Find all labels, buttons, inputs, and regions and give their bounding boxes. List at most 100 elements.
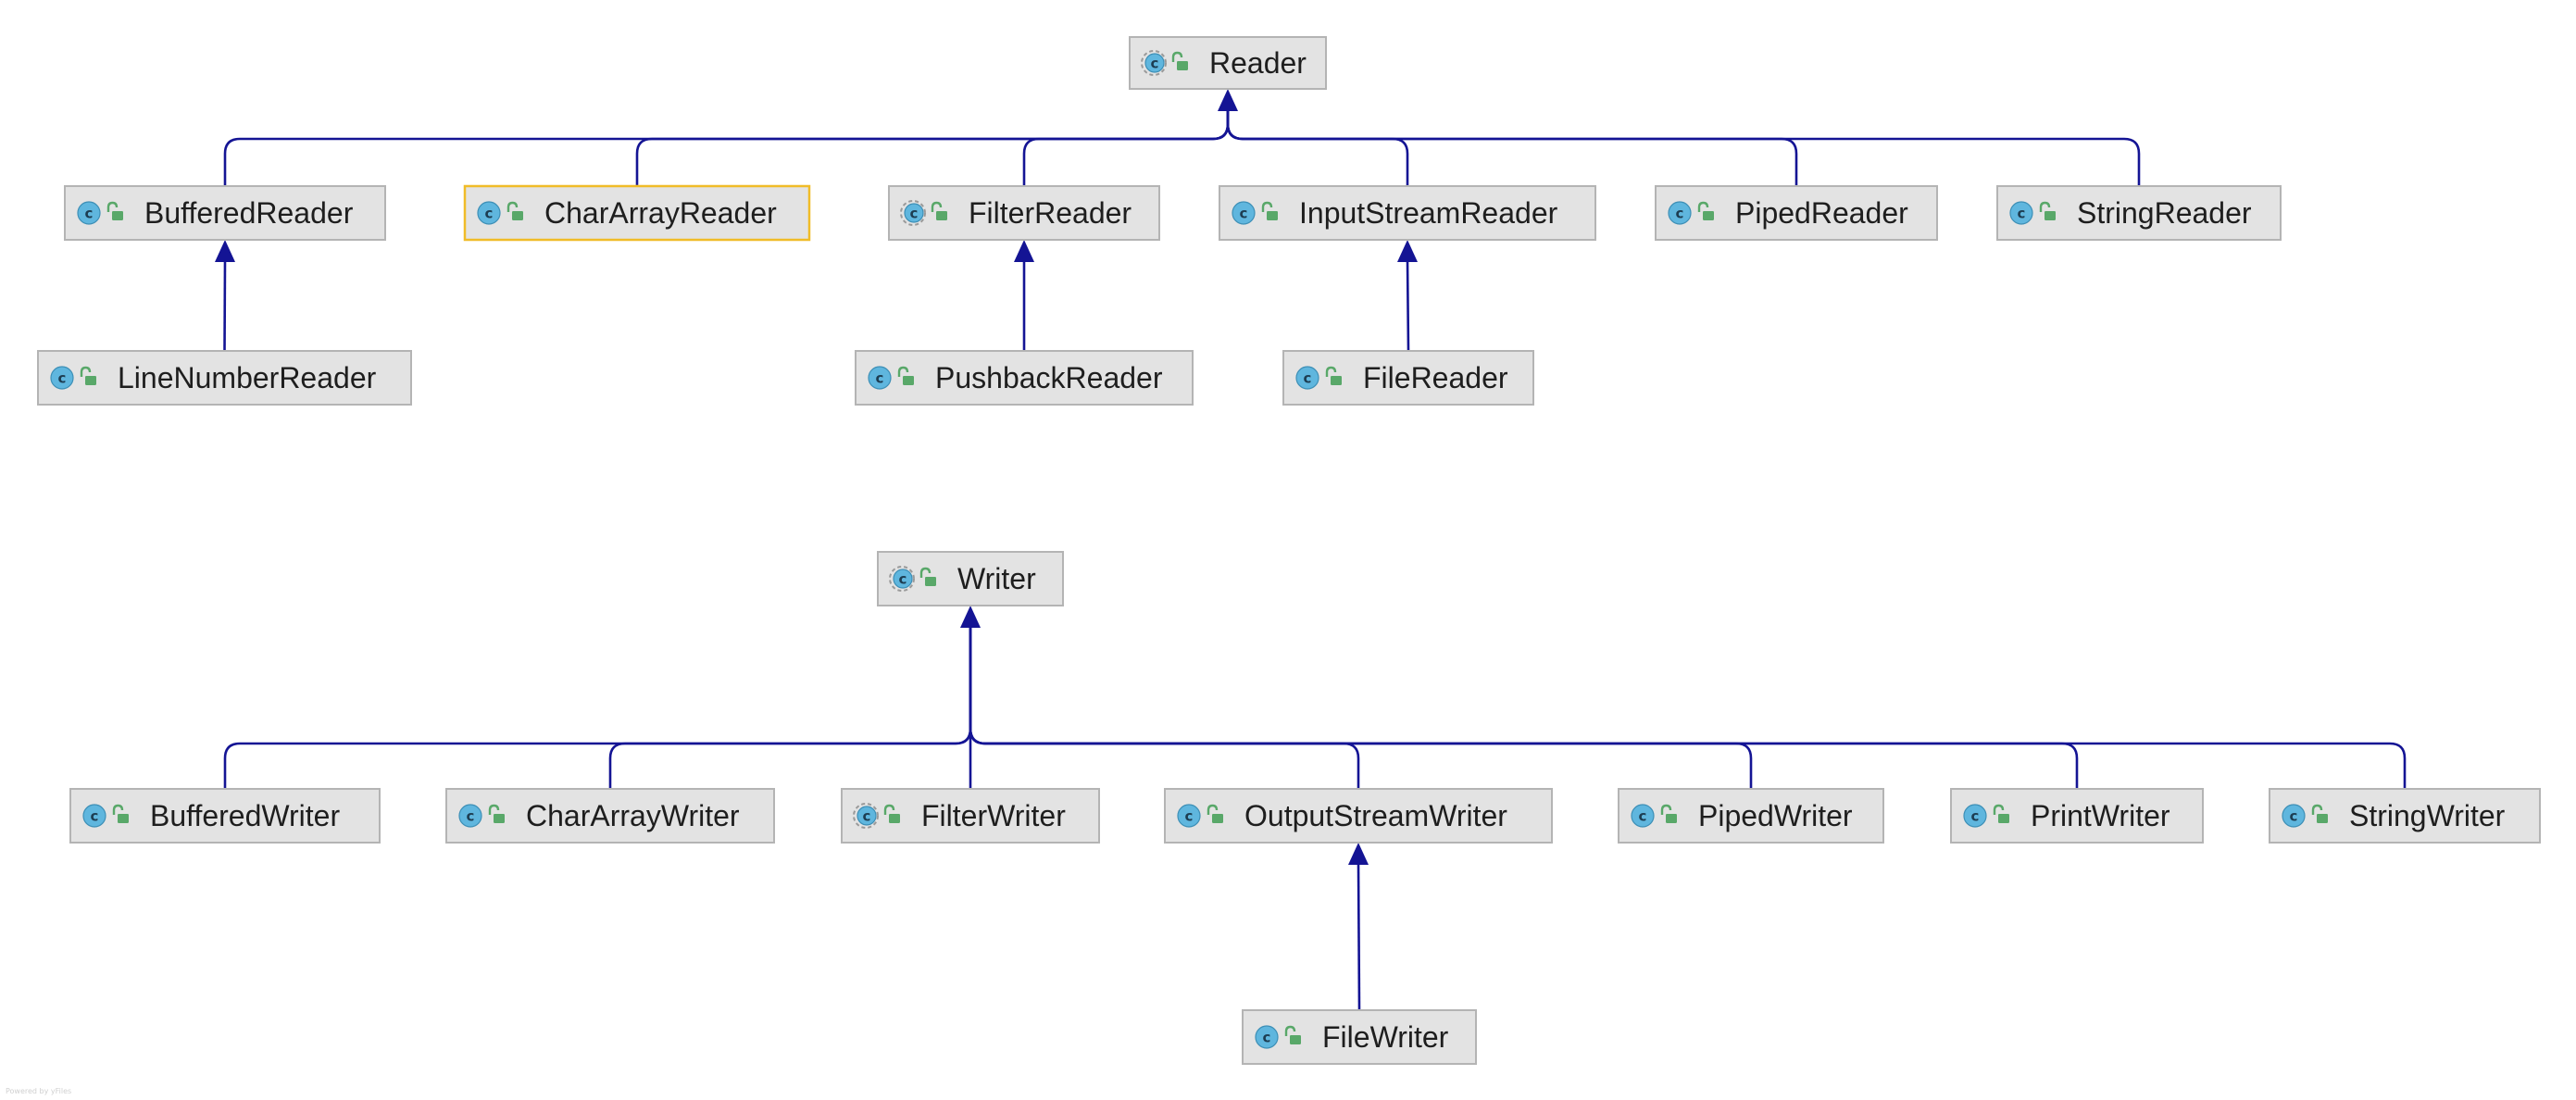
class-name-label: PipedWriter bbox=[1698, 799, 1853, 832]
footer-credit: Powered by yFiles bbox=[6, 1087, 71, 1095]
svg-text:c: c bbox=[2018, 206, 2026, 222]
public-lock-icon bbox=[112, 804, 129, 823]
class-name-label: PipedReader bbox=[1735, 196, 1908, 230]
class-node-print-writer[interactable]: c PrintWriter bbox=[1950, 788, 2204, 844]
class-node-box bbox=[1950, 788, 2204, 844]
svg-text:c: c bbox=[1263, 1030, 1271, 1046]
class-icon: c bbox=[868, 366, 892, 390]
edge-string-writer-to-writer bbox=[969, 626, 2407, 789]
class-node-pushback-reader[interactable]: c PushbackReader bbox=[855, 350, 1194, 406]
class-icon: c bbox=[1963, 804, 1987, 828]
public-lock-icon bbox=[506, 201, 523, 220]
class-node-box bbox=[841, 788, 1100, 844]
svg-text:c: c bbox=[58, 370, 67, 387]
class-node-line-number-reader[interactable]: c LineNumberReader bbox=[37, 350, 412, 406]
class-name-label: StringWriter bbox=[2349, 799, 2506, 832]
class-name-label: OutputStreamWriter bbox=[1244, 799, 1507, 832]
public-lock-icon bbox=[1660, 804, 1677, 823]
public-lock-icon bbox=[106, 201, 123, 220]
class-icon: c bbox=[1631, 804, 1655, 828]
svg-text:c: c bbox=[1676, 206, 1684, 222]
class-icon: c bbox=[50, 366, 74, 390]
svg-text:c: c bbox=[1240, 206, 1248, 222]
public-lock-icon bbox=[1325, 366, 1342, 385]
class-node-piped-writer[interactable]: c PipedWriter bbox=[1618, 788, 1884, 844]
class-name-label: BufferedReader bbox=[144, 196, 354, 230]
inheritance-edges bbox=[215, 89, 2407, 1011]
public-lock-icon bbox=[1284, 1025, 1301, 1044]
class-icon: c bbox=[2282, 804, 2306, 828]
class-node-char-array-reader[interactable]: c CharArrayReader bbox=[463, 184, 811, 242]
class-icon: c bbox=[1255, 1025, 1279, 1049]
edge-buffered-writer-to-writer bbox=[223, 626, 972, 789]
class-node-buffered-writer[interactable]: c BufferedWriter bbox=[69, 788, 381, 844]
class-icon: c bbox=[1232, 201, 1256, 225]
class-icon: c bbox=[477, 201, 501, 225]
public-lock-icon bbox=[80, 366, 96, 385]
class-node-char-array-writer[interactable]: c CharArrayWriter bbox=[445, 788, 775, 844]
class-node-input-stream-reader[interactable]: c InputStreamReader bbox=[1219, 185, 1596, 241]
abstract-class-icon: c bbox=[853, 803, 879, 829]
class-name-label: CharArrayWriter bbox=[526, 799, 740, 832]
edge-char-array-writer-to-writer bbox=[608, 626, 972, 789]
class-node-buffered-reader[interactable]: c BufferedReader bbox=[64, 185, 386, 241]
class-icon: c bbox=[2009, 201, 2033, 225]
class-name-label: FileWriter bbox=[1322, 1020, 1449, 1054]
class-icon: c bbox=[1668, 201, 1692, 225]
class-name-label: StringReader bbox=[2077, 196, 2252, 230]
class-node-box bbox=[37, 350, 412, 406]
public-lock-icon bbox=[1261, 201, 1278, 220]
svg-text:c: c bbox=[2290, 808, 2298, 825]
public-lock-icon bbox=[2039, 201, 2056, 220]
public-lock-icon bbox=[488, 804, 505, 823]
public-lock-icon bbox=[1207, 804, 1223, 823]
class-node-string-writer[interactable]: c StringWriter bbox=[2269, 788, 2541, 844]
class-node-box bbox=[2269, 788, 2541, 844]
class-icon: c bbox=[77, 201, 101, 225]
abstract-class-icon: c bbox=[1141, 50, 1167, 76]
class-icon: c bbox=[1295, 366, 1319, 390]
class-node-file-writer[interactable]: c FileWriter bbox=[1242, 1009, 1477, 1065]
class-node-string-reader[interactable]: c StringReader bbox=[1996, 185, 2282, 241]
class-name-label: LineNumberReader bbox=[118, 361, 377, 394]
class-node-box bbox=[1219, 185, 1596, 241]
svg-text:c: c bbox=[876, 370, 884, 387]
svg-text:c: c bbox=[863, 808, 871, 825]
class-name-label: Reader bbox=[1209, 46, 1307, 80]
edge-string-reader-to-reader bbox=[1226, 109, 2141, 186]
abstract-class-icon: c bbox=[900, 200, 926, 226]
edge-piped-writer-to-writer bbox=[969, 626, 1753, 789]
inheritance-arrowhead bbox=[1218, 89, 1238, 111]
svg-text:c: c bbox=[1971, 808, 1980, 825]
class-name-label: InputStreamReader bbox=[1299, 196, 1558, 230]
public-lock-icon bbox=[883, 804, 900, 823]
class-name-label: PushbackReader bbox=[935, 361, 1163, 394]
class-node-piped-reader[interactable]: c PipedReader bbox=[1655, 185, 1938, 241]
inheritance-arrowhead bbox=[1348, 843, 1369, 865]
inheritance-arrowhead bbox=[960, 606, 981, 628]
class-icon: c bbox=[82, 804, 106, 828]
class-node-box bbox=[1282, 350, 1534, 406]
svg-text:c: c bbox=[91, 808, 99, 825]
class-name-label: BufferedWriter bbox=[150, 799, 340, 832]
svg-text:c: c bbox=[910, 206, 919, 222]
edge-buffered-reader-to-reader bbox=[223, 109, 1230, 186]
class-name-label: PrintWriter bbox=[2031, 799, 2170, 832]
edge-file-writer-to-output-stream-writer bbox=[1357, 862, 1361, 1011]
public-lock-icon bbox=[1697, 201, 1714, 220]
class-node-box bbox=[1655, 185, 1938, 241]
svg-text:c: c bbox=[467, 808, 475, 825]
svg-text:c: c bbox=[1304, 370, 1312, 387]
inheritance-arrowhead bbox=[215, 240, 235, 262]
edge-piped-reader-to-reader bbox=[1226, 109, 1798, 186]
public-lock-icon bbox=[897, 366, 914, 385]
class-node-reader[interactable]: c Reader bbox=[1129, 36, 1327, 90]
svg-text:c: c bbox=[85, 206, 94, 222]
svg-text:c: c bbox=[1185, 808, 1194, 825]
class-node-output-stream-writer[interactable]: c OutputStreamWriter bbox=[1164, 788, 1553, 844]
class-name-label: CharArrayReader bbox=[544, 196, 777, 230]
